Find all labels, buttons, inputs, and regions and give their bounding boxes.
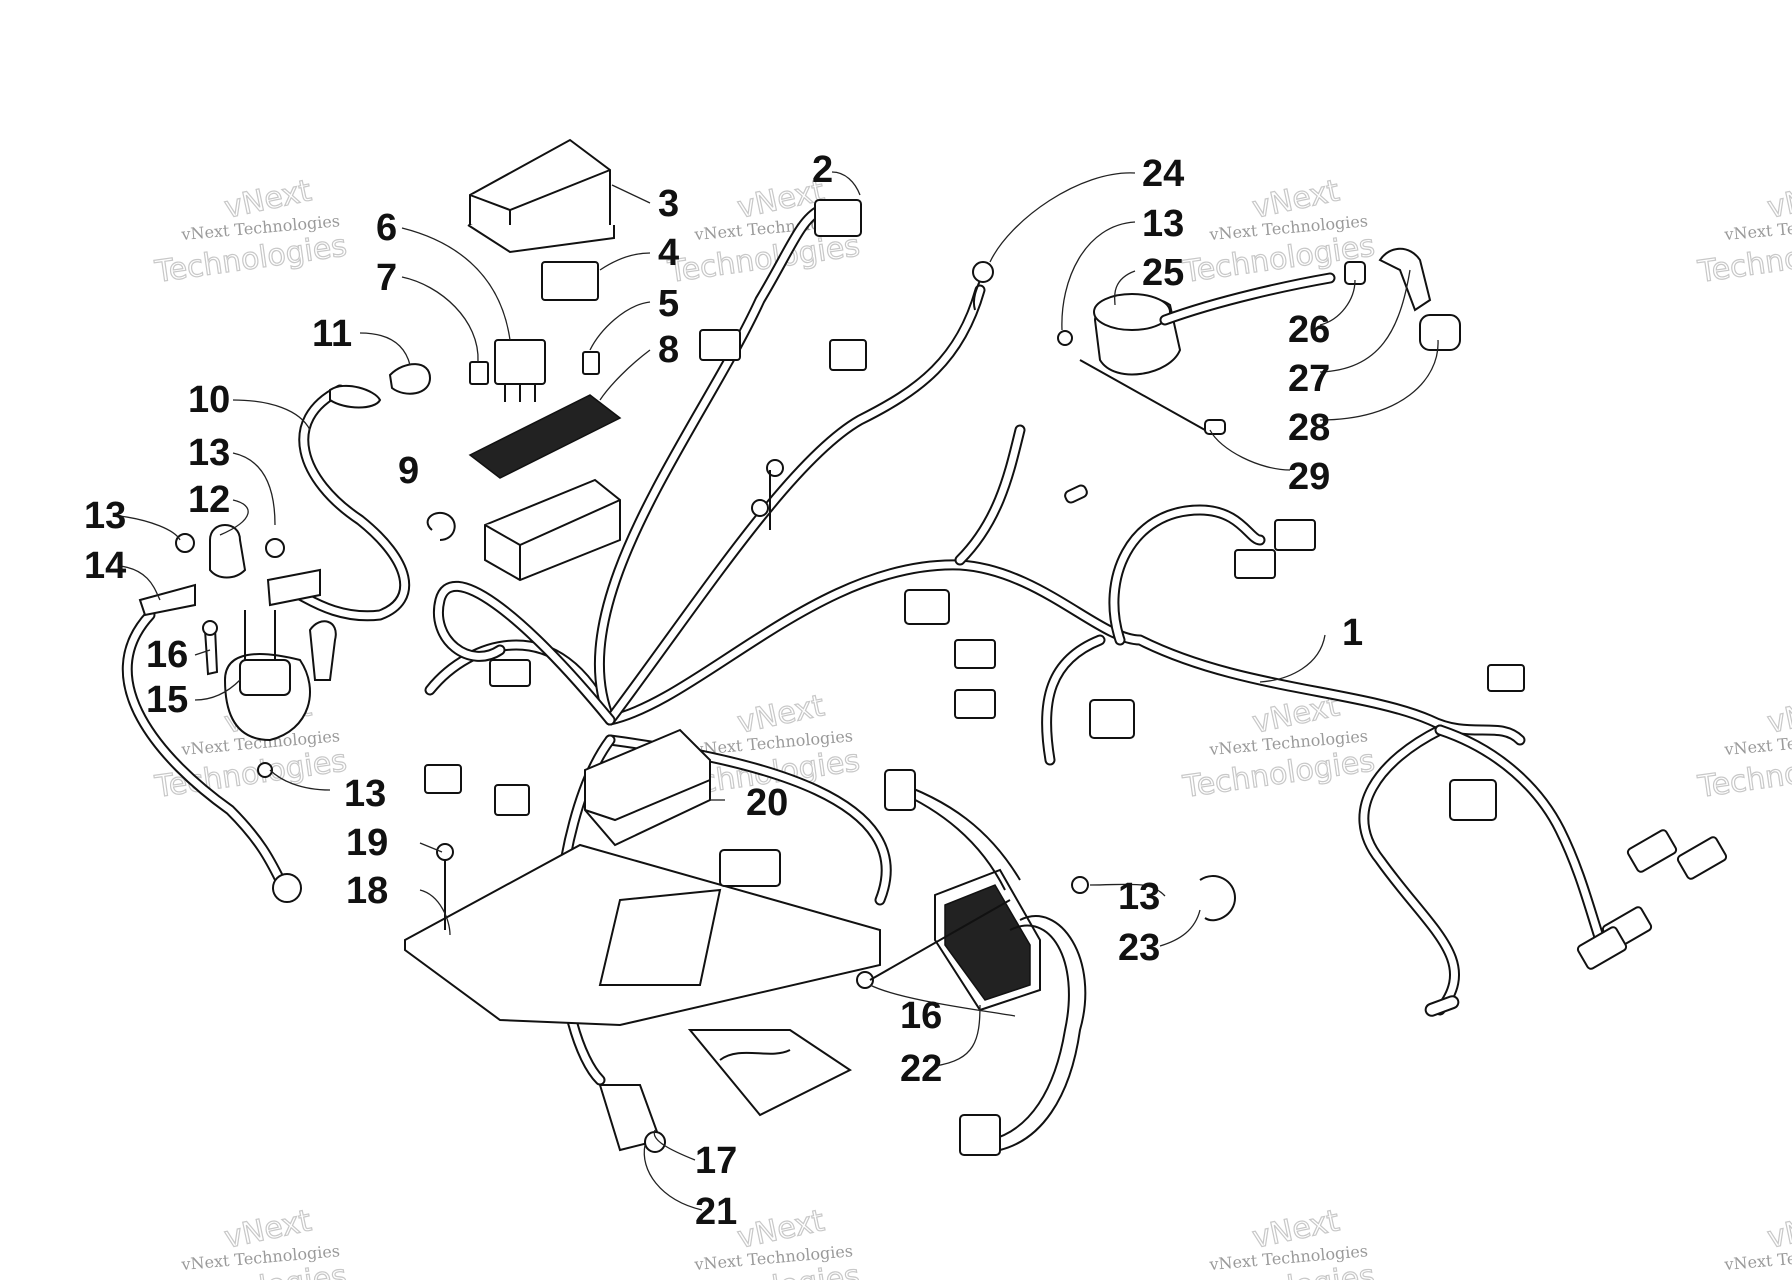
callout-13-c: 13 (344, 773, 386, 815)
callout-24: 24 (1142, 153, 1184, 195)
callout-4: 4 (658, 232, 679, 274)
callout-29: 29 (1288, 456, 1330, 498)
callout-3: 3 (658, 183, 679, 225)
callout-13-d: 13 (1118, 876, 1160, 918)
callout-11: 11 (312, 313, 352, 355)
callout-18: 18 (346, 870, 388, 912)
callout-21: 21 (695, 1191, 737, 1233)
callout-numbers: 1 2 3 4 5 6 7 8 9 10 11 12 13 13 13 13 1… (84, 149, 1363, 1233)
watermark-arc-text: vNext (1764, 688, 1792, 741)
ignition-coil-assembly (1057, 247, 1461, 435)
callout-25: 25 (1142, 252, 1184, 294)
callout-8: 8 (658, 329, 679, 371)
fuse-box-assembly (426, 138, 622, 582)
callout-15: 15 (146, 679, 188, 721)
callout-22: 22 (900, 1048, 942, 1090)
callout-9: 9 (398, 450, 419, 492)
main-wiring-harness (424, 199, 1728, 1086)
callout-13-e: 13 (1142, 203, 1184, 245)
ground-wires (751, 261, 994, 530)
leader-lines (119, 171, 1439, 1211)
callout-13-b: 13 (84, 495, 126, 537)
callout-6: 6 (376, 207, 397, 249)
callout-19: 19 (346, 822, 388, 864)
voltage-regulator-assembly (856, 769, 1237, 1156)
callout-5: 5 (658, 283, 679, 325)
callout-26: 26 (1288, 309, 1330, 351)
callout-1: 1 (1342, 612, 1363, 654)
callout-7: 7 (376, 257, 397, 299)
callout-28: 28 (1288, 407, 1330, 449)
watermark-arc-text: vNext (1764, 1203, 1792, 1256)
callout-20: 20 (746, 782, 788, 824)
callout-2: 2 (812, 149, 833, 191)
watermark-arc-text: vNext (1764, 173, 1792, 226)
callout-14: 14 (84, 545, 126, 587)
callout-13-a: 13 (188, 432, 230, 474)
solenoid-and-cables (121, 363, 432, 903)
callout-12: 12 (188, 479, 230, 521)
callout-23: 23 (1118, 927, 1160, 969)
mounting-plate-assembly (404, 728, 881, 1153)
callout-17: 17 (695, 1140, 737, 1182)
callout-10: 10 (188, 379, 230, 421)
callout-16-b: 16 (900, 995, 942, 1037)
callout-16-a: 16 (146, 634, 188, 676)
callout-27: 27 (1288, 358, 1330, 400)
